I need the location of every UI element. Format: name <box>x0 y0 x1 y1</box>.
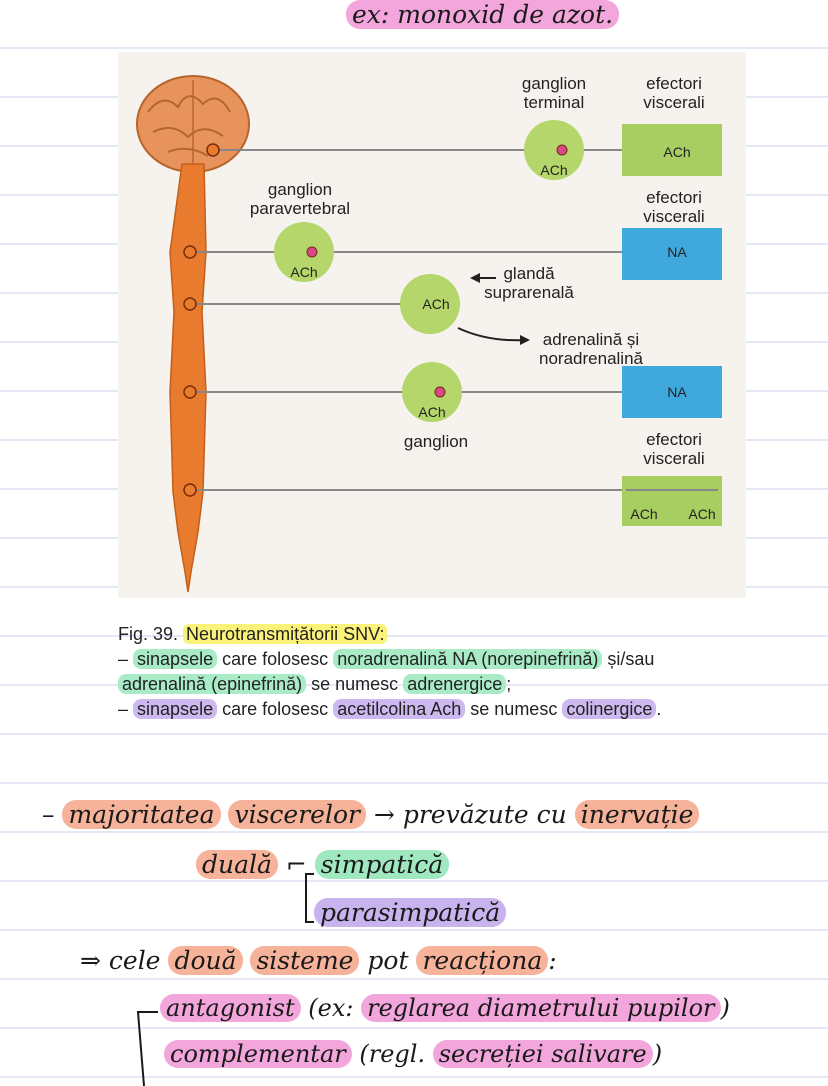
ach-paravertebral: ACh <box>290 264 318 280</box>
caption-line-3: – sinapsele care folosesc acetilcolina A… <box>118 699 662 719</box>
top-note-text: ex: monoxid de azot. <box>346 0 620 29</box>
paravertebral-ganglion <box>274 222 334 282</box>
na-effector-2: NA <box>667 244 687 260</box>
note-line-5: antagonist (ex: reglarea diametrului pup… <box>160 994 730 1022</box>
figure-drawing <box>136 75 722 593</box>
top-note: ex: monoxid de azot. <box>346 0 620 29</box>
effector-box-3 <box>622 366 722 418</box>
na-effector-3: NA <box>667 384 687 400</box>
effector-box-2 <box>622 228 722 280</box>
adrenal-gland <box>400 274 460 334</box>
label-effectors-3: efectori viscerali <box>643 430 705 468</box>
bracket-line-2 <box>136 1011 158 1086</box>
ganglion-circle <box>402 362 462 422</box>
ach-gland: ACh <box>422 296 450 312</box>
note-line-1: – majoritatea viscerelor → prevăzute cu … <box>42 800 700 829</box>
note-line-6: complementar (regl. secreției salivare) <box>164 1040 662 1068</box>
label-adrenaline: adrenalină și noradrenalină <box>539 330 643 368</box>
label-adrenal-gland: glandă suprarenală <box>484 264 574 302</box>
effector-box-4 <box>622 476 722 526</box>
label-effectors-2: efectori viscerali <box>643 188 705 226</box>
ach-effector-4a: ACh <box>630 506 658 522</box>
figure-caption: Fig. 39. Neurotransmițătorii SNV: – sina… <box>118 622 758 722</box>
effector-box-1 <box>622 124 722 176</box>
note-line-3: parasimpatică <box>314 898 507 927</box>
note-line-4: ⇒ cele două sisteme pot reacționa: <box>80 946 557 975</box>
spinal-cord <box>169 163 207 593</box>
label-effectors-1: efectori viscerali <box>643 74 705 112</box>
label-terminal-ganglion: ganglion terminal <box>521 74 587 112</box>
caption-title: Neurotransmițătorii SNV: <box>183 624 388 644</box>
bracket-line <box>305 873 314 923</box>
nervous-system-figure: ganglion terminal efectori viscerali gan… <box>118 52 746 598</box>
caption-fig-number: Fig. 39. <box>118 624 179 644</box>
caption-title-line: Fig. 39. Neurotransmițătorii SNV: <box>118 622 758 647</box>
brain-icon <box>136 75 250 173</box>
terminal-ganglion <box>524 120 584 180</box>
label-ganglion: ganglion <box>403 432 469 451</box>
ach-ganglion: ACh <box>418 404 446 420</box>
label-paravertebral-ganglion: ganglion paravertebral <box>249 180 351 218</box>
ach-terminal: ACh <box>540 162 568 178</box>
arrow-adrenaline <box>457 327 527 342</box>
caption-line-2: adrenalină (epinefrină) se numesc adrene… <box>118 672 758 697</box>
caption-line-1: – sinapsele care folosesc noradrenalină … <box>118 649 655 669</box>
ach-effector-1: ACh <box>663 144 691 160</box>
ach-effector-4b: ACh <box>688 506 716 522</box>
note-line-2: duală ⌐ simpatică <box>196 850 450 879</box>
